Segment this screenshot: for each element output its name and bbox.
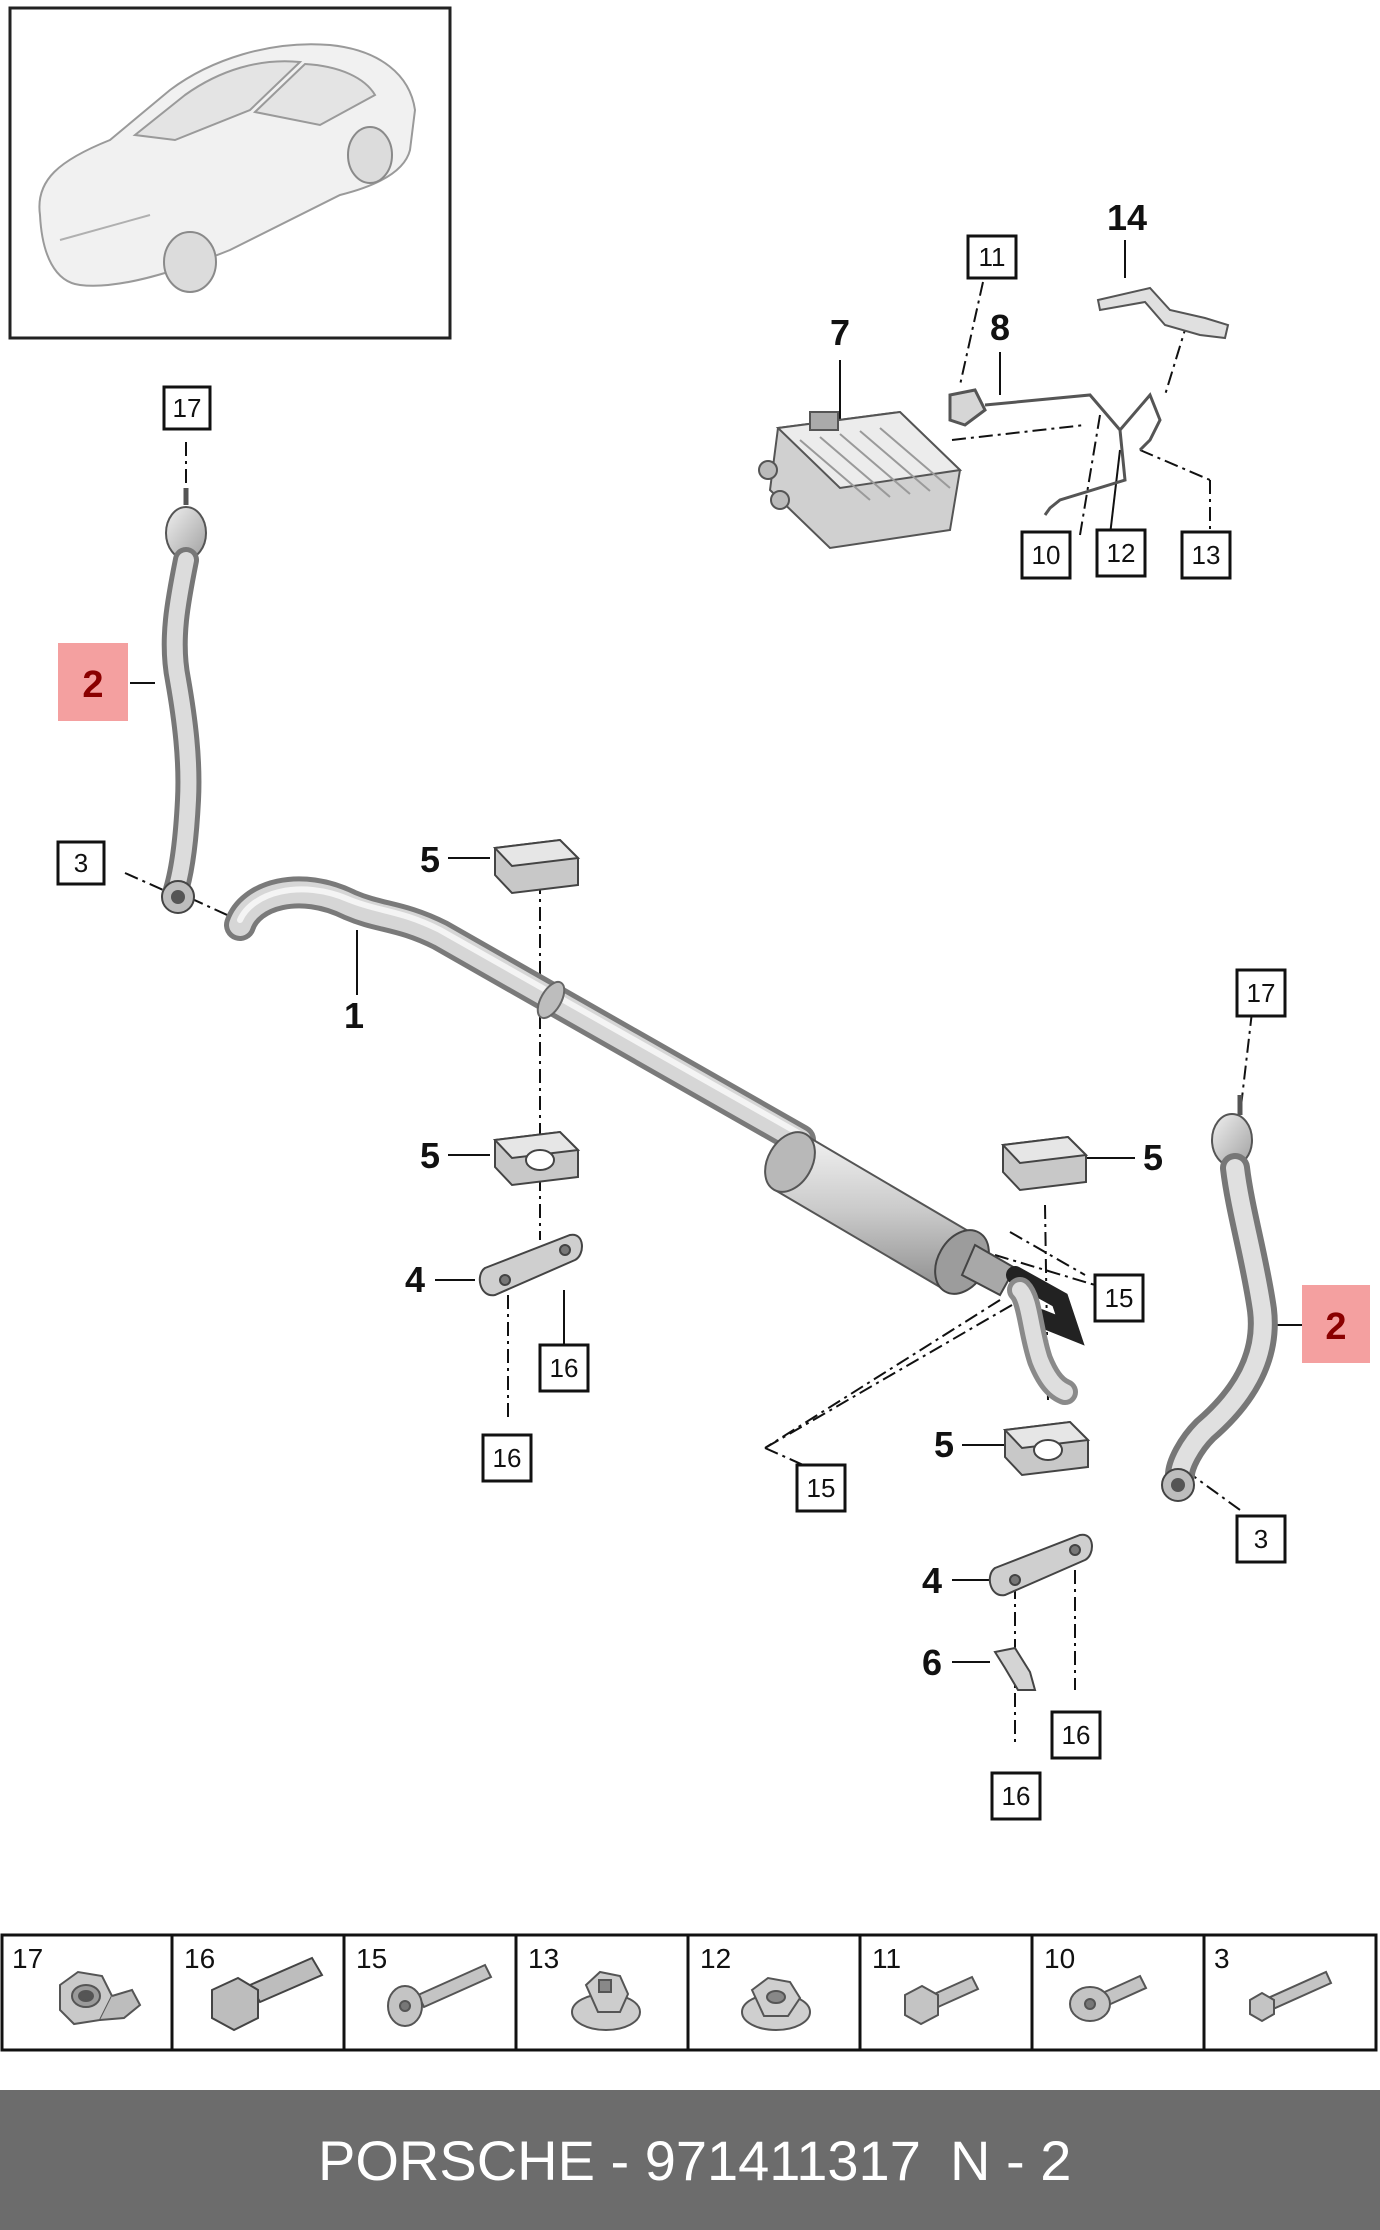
callout-1: 1 xyxy=(344,995,364,1036)
vehicle-thumbnail xyxy=(8,6,452,340)
control-unit xyxy=(758,410,963,550)
hex-bolt-small-icon xyxy=(1249,1970,1333,2023)
callout-16-c: 16 xyxy=(1062,1720,1091,1750)
mounting-bracket-8 xyxy=(948,388,1162,516)
leader-lines xyxy=(124,281,1253,1745)
callout-box-texts: 17 3 11 10 12 13 17 15 16 16 15 3 16 16 xyxy=(74,242,1276,1811)
callout-5-top: 5 xyxy=(420,839,440,880)
hex-bolt-icon xyxy=(211,1956,324,2032)
callout-16-b: 16 xyxy=(493,1443,522,1473)
callout-7: 7 xyxy=(830,312,850,353)
fastener-number: 12 xyxy=(700,1943,731,1974)
pan-head-screw-icon xyxy=(1069,1974,1148,2022)
collar-nut-icon xyxy=(59,1970,142,2026)
callout-16-d: 16 xyxy=(1002,1781,1031,1811)
page-number: N - 2 xyxy=(950,2129,1072,2192)
callout-15-right: 15 xyxy=(1105,1283,1134,1313)
callout-4-right: 4 xyxy=(922,1560,942,1601)
stabilizer-actuator xyxy=(764,1131,1085,1405)
fastener-number: 17 xyxy=(12,1943,43,1974)
flange-nut-icon xyxy=(571,1970,641,2031)
bushings xyxy=(492,838,1091,1477)
fastener-number: 15 xyxy=(356,1943,387,1974)
drop-link-right xyxy=(1161,1095,1278,1502)
callout-3-right: 3 xyxy=(1254,1524,1268,1554)
brand-part-number: PORSCHE - 971411317 xyxy=(318,2129,921,2192)
callout-11: 11 xyxy=(979,242,1006,272)
hex-nut-icon xyxy=(741,1976,811,2031)
callout-17-right: 17 xyxy=(1247,978,1276,1008)
bushing-top-left xyxy=(492,838,581,895)
bracket-14 xyxy=(1096,286,1230,340)
footer-bar: PORSCHE - 971411317 N - 2 xyxy=(0,2090,1380,2230)
callout-2-left: 2 xyxy=(82,664,103,706)
fastener-number: 16 xyxy=(184,1943,215,1974)
bushing-bottom-right xyxy=(1002,1420,1091,1477)
callout-8: 8 xyxy=(990,307,1010,348)
callout-4-left: 4 xyxy=(405,1259,425,1300)
solid-leaders xyxy=(130,240,1310,1663)
callout-13: 13 xyxy=(1192,540,1221,570)
fastener-number: 3 xyxy=(1214,1943,1230,1974)
clip xyxy=(993,1646,1037,1691)
callout-5-mid-right: 5 xyxy=(1143,1137,1163,1178)
callout-5-mid-left: 5 xyxy=(420,1135,440,1176)
parts-diagram: 17 3 11 10 12 13 17 15 16 16 15 3 16 16 … xyxy=(0,6,1378,2052)
callout-10: 10 xyxy=(1032,540,1061,570)
hex-bolt-short-icon xyxy=(904,1975,980,2026)
bold-callouts: 1 5 5 5 5 4 4 6 7 8 14 xyxy=(344,197,1163,1683)
fastener-number: 13 xyxy=(528,1943,559,1974)
highlighted-callouts: 2 2 xyxy=(58,643,1370,1363)
callout-16-a: 16 xyxy=(550,1353,579,1383)
fastener-number: 11 xyxy=(872,1943,901,1974)
brackets xyxy=(478,1233,1093,1597)
callout-5-bottom: 5 xyxy=(934,1424,954,1465)
bushing-mid-right xyxy=(1000,1135,1089,1192)
callout-14: 14 xyxy=(1107,197,1147,238)
callout-12: 12 xyxy=(1107,538,1136,568)
callout-boxes xyxy=(56,234,1287,1821)
fastener-strip: 17 16 15 13 12 11 10 3 xyxy=(0,1933,1378,2052)
stabilizer-bar xyxy=(224,876,816,1156)
callout-17-left: 17 xyxy=(173,393,202,423)
callout-15-bottom: 15 xyxy=(807,1473,836,1503)
bushing-mid-left xyxy=(492,1130,581,1187)
callout-2-right: 2 xyxy=(1325,1306,1346,1348)
drop-link-left xyxy=(161,488,207,914)
callout-3-left: 3 xyxy=(74,848,88,878)
fastener-number: 10 xyxy=(1044,1943,1075,1974)
torx-bolt-icon xyxy=(387,1963,493,2027)
callout-6: 6 xyxy=(922,1642,942,1683)
